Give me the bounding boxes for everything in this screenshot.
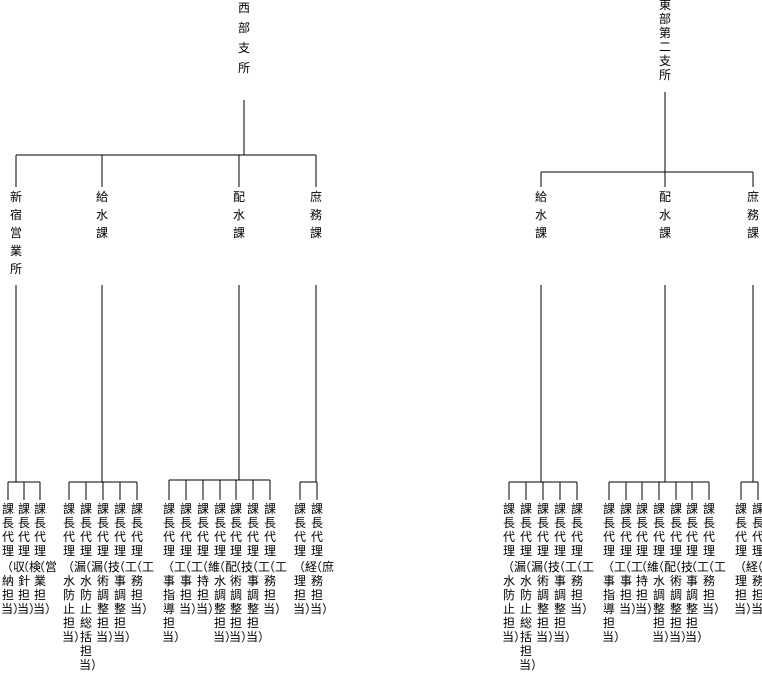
west-staff-duty: （検針担当） xyxy=(17,560,42,616)
east-staff-title: 課長代理 xyxy=(702,502,715,558)
east-dept-1-name: 配水課 xyxy=(658,190,671,240)
west-dept-3-name: 庶務課 xyxy=(309,190,322,240)
west-dept-1-name: 給水課 xyxy=(95,190,108,240)
west-staff-duty: （収納担当） xyxy=(1,560,26,616)
west-dept-2-name: 配水課 xyxy=(232,190,245,240)
east-staff-title: 課長代理 xyxy=(652,502,665,558)
west-staff-title: 課長代理 xyxy=(130,502,143,558)
east-staff-title: 課長代理 xyxy=(553,502,566,558)
west-staff-title: 課長代理 xyxy=(33,502,46,558)
west-staff-duty: （維持担当） xyxy=(196,560,221,616)
west-staff-duty: （営業担当） xyxy=(33,560,58,616)
east-staff-duty: （工務担当） xyxy=(702,560,727,616)
west-staff-duty: （経理担当） xyxy=(293,560,318,616)
west-staff-duty: （工事担当） xyxy=(179,560,204,616)
east-staff-title: 課長代理 xyxy=(602,502,615,558)
west-staff-title: 課長代理 xyxy=(179,502,192,558)
east-staff-duty: （工事指導担当） xyxy=(602,560,627,644)
east-staff-duty: （工務担当） xyxy=(570,560,595,616)
west-staff-duty: （工務担当） xyxy=(263,560,288,616)
east-staff-duty: （工事担当） xyxy=(619,560,644,616)
east-staff-duty: （技術調整担当） xyxy=(669,560,694,644)
east-staff-duty: （配水調整担当） xyxy=(652,560,677,644)
east-staff-title: 課長代理 xyxy=(502,502,515,558)
east-staff-duty: （工事調整担当） xyxy=(685,560,710,644)
east-staff-duty: （漏水防止総括担当） xyxy=(519,560,544,672)
west-dept-0-name: 新宿営業所 xyxy=(9,190,22,276)
east-staff-title: 課長代理 xyxy=(734,502,747,558)
west-staff-duty: （工事指導担当） xyxy=(162,560,187,644)
west-staff-title: 課長代理 xyxy=(263,502,276,558)
east-staff-title: 課長代理 xyxy=(619,502,632,558)
west-staff-title: 課長代理 xyxy=(310,502,323,558)
east-staff-duty: （工事調整担当） xyxy=(553,560,578,644)
east-staff-title: 課長代理 xyxy=(570,502,583,558)
west-staff-duty: （工事調整担当） xyxy=(113,560,138,644)
east-staff-title: 課長代理 xyxy=(685,502,698,558)
east-staff-title: 課長代理 xyxy=(751,502,762,558)
east-dept-0-name: 給水課 xyxy=(534,190,547,240)
west-staff-title: 課長代理 xyxy=(213,502,226,558)
west-staff-duty: （技術調整担当） xyxy=(229,560,254,644)
east-staff-duty: （庶務担当） xyxy=(751,560,762,616)
west-staff-duty: （工事調整担当） xyxy=(246,560,271,644)
east-staff-duty: （技術調整担当） xyxy=(536,560,561,644)
west-staff-title: 課長代理 xyxy=(79,502,92,558)
west-staff-title: 課長代理 xyxy=(229,502,242,558)
east-office-title: 東部第二支所 xyxy=(658,0,671,82)
west-staff-duty: （配水調整担当） xyxy=(213,560,238,644)
west-staff-title: 課長代理 xyxy=(62,502,75,558)
west-staff-title: 課長代理 xyxy=(246,502,259,558)
east-dept-2-name: 庶務課 xyxy=(746,190,759,240)
west-staff-duty: （技術調整担当） xyxy=(96,560,121,644)
west-staff-title: 課長代理 xyxy=(196,502,209,558)
west-staff-title: 課長代理 xyxy=(293,502,306,558)
east-staff-title: 課長代理 xyxy=(635,502,648,558)
west-staff-duty: （工務担当） xyxy=(130,560,155,616)
west-staff-duty: （庶務担当） xyxy=(310,560,335,616)
east-staff-title: 課長代理 xyxy=(519,502,532,558)
west-staff-title: 課長代理 xyxy=(17,502,30,558)
east-staff-duty: （経理担当） xyxy=(734,560,759,616)
west-staff-duty: （漏水防止総括担当） xyxy=(79,560,104,672)
west-staff-title: 課長代理 xyxy=(162,502,175,558)
west-office-title: 西部支所 xyxy=(237,1,250,75)
east-staff-duty: （維持担当） xyxy=(635,560,660,616)
east-staff-title: 課長代理 xyxy=(669,502,682,558)
west-staff-title: 課長代理 xyxy=(1,502,14,558)
west-staff-title: 課長代理 xyxy=(113,502,126,558)
east-staff-title: 課長代理 xyxy=(536,502,549,558)
east-staff-duty: （漏水防止担当） xyxy=(502,560,527,644)
west-staff-duty: （漏水防止担当） xyxy=(62,560,87,644)
west-staff-title: 課長代理 xyxy=(96,502,109,558)
